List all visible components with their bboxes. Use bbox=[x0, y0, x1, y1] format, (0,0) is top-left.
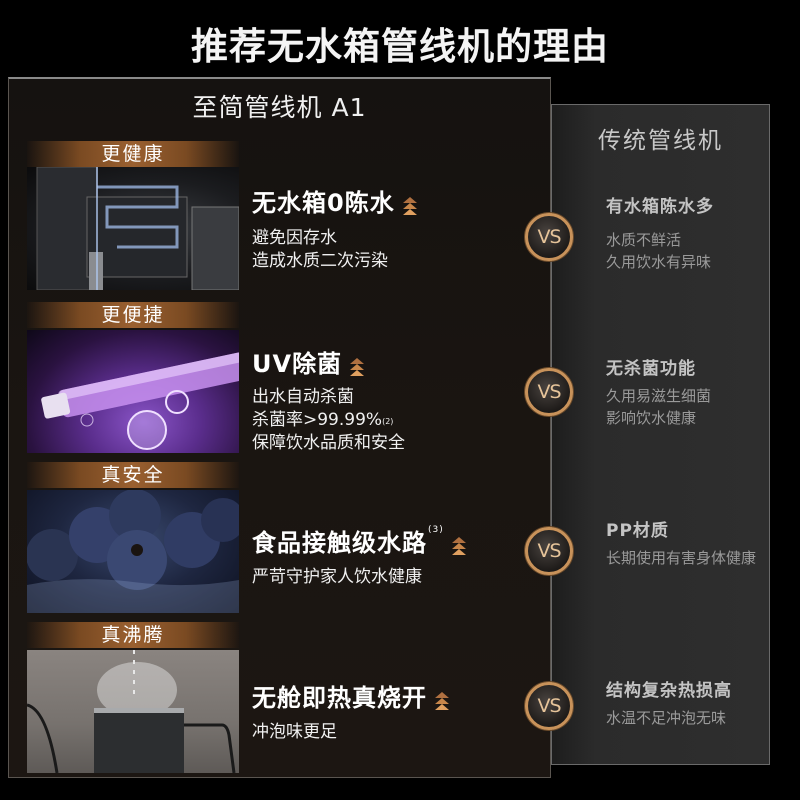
traditional-item-title: 有水箱陈水多 bbox=[606, 197, 714, 217]
footnote-marker: (2) bbox=[382, 417, 394, 426]
vs-badge: VS bbox=[525, 682, 573, 730]
page-title: 推荐无水箱管线机的理由 bbox=[191, 25, 609, 68]
vs-badge: VS bbox=[525, 527, 573, 575]
blueberries-in-water-image bbox=[27, 490, 239, 613]
feature-description: 冲泡味更足 bbox=[252, 722, 337, 742]
triple-up-chevron-icon bbox=[435, 688, 449, 710]
traditional-item-description: 水质不鲜活 久用饮水有异味 bbox=[606, 231, 712, 271]
section-tag-boiling: 真沸腾 bbox=[27, 622, 239, 648]
product-panel-title: 至简管线机 A1 bbox=[192, 93, 367, 122]
uv-lamp-sterilization-image bbox=[27, 330, 239, 453]
triple-up-chevron-icon bbox=[350, 354, 365, 376]
vs-badge: VS bbox=[525, 368, 573, 416]
water-pipes-internal-image bbox=[27, 167, 239, 290]
section-tag-healthier: 更健康 bbox=[27, 141, 239, 167]
vs-badge: VS bbox=[525, 213, 573, 261]
traditional-panel bbox=[551, 104, 770, 765]
steaming-kettle-image bbox=[27, 650, 239, 773]
triple-up-chevron-icon bbox=[451, 533, 466, 555]
feature-title: 食品接触级水路(3) bbox=[252, 523, 466, 558]
traditional-item-title: PP材质 bbox=[606, 521, 669, 541]
section-tag-convenient: 更便捷 bbox=[27, 302, 239, 328]
traditional-item-description: 长期使用有害身体健康 bbox=[606, 549, 757, 567]
feature-title: 无舱即热真烧开 bbox=[252, 678, 449, 713]
traditional-panel-title: 传统管线机 bbox=[598, 128, 723, 154]
traditional-item-title: 无杀菌功能 bbox=[606, 359, 696, 379]
feature-description: 避免因存水 造成水质二次污染 bbox=[252, 228, 388, 271]
feature-description: 出水自动杀菌 杀菌率>99.99%(2) 保障饮水品质和安全 bbox=[252, 387, 405, 453]
feature-title: 无水箱0陈水 bbox=[252, 183, 417, 218]
traditional-item-description: 久用易滋生细菌 影响饮水健康 bbox=[606, 387, 712, 427]
triple-up-chevron-icon bbox=[402, 193, 417, 215]
traditional-item-title: 结构复杂热损高 bbox=[606, 681, 732, 701]
feature-description: 严苛守护家人饮水健康 bbox=[252, 567, 422, 587]
feature-title: UV除菌 bbox=[252, 344, 365, 379]
section-tag-safe: 真安全 bbox=[27, 462, 239, 488]
traditional-item-description: 水温不足冲泡无味 bbox=[606, 709, 727, 727]
footnote-marker: (3) bbox=[428, 525, 444, 535]
